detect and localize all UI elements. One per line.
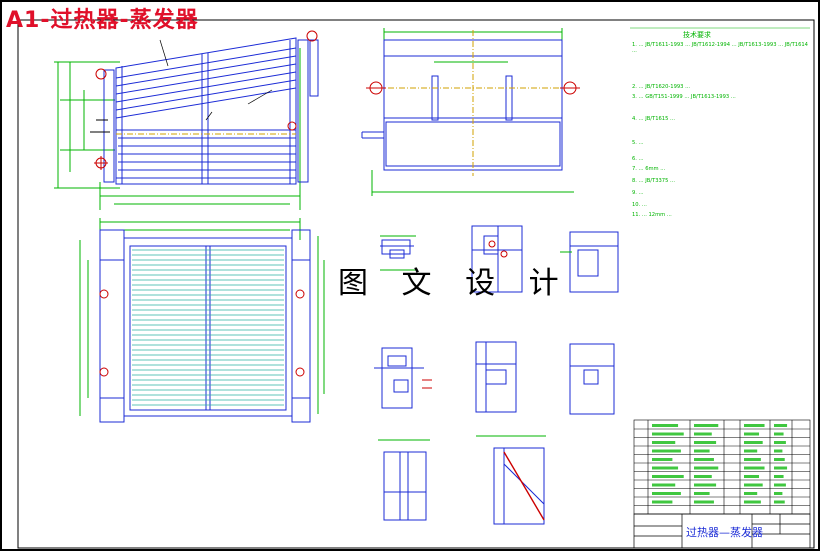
plan-view [79,218,325,423]
side-elevation-view [361,28,580,196]
parts-cell-text [652,466,679,470]
parts-cell-text [652,449,681,453]
parts-cell-text [652,424,679,427]
watermark-text: 图 文 设 计 [338,266,571,301]
parts-cell-text [694,458,714,461]
note-item: 3. ... GB/T151-1999 ... JB/T1613-1993 ..… [632,94,736,100]
note-item: 4. ... JB/T1615 ... [632,116,675,122]
parts-cell-text [652,500,673,504]
parts-cell-text [774,492,783,495]
parts-cell-text [652,483,676,487]
parts-cell-text [652,432,684,436]
parts-cell-text [774,475,784,478]
parts-cell-text [694,500,714,504]
parts-cell-text [744,449,758,453]
parts-cell-text [694,483,717,487]
parts-cell-text [652,475,684,478]
parts-cell-text [774,466,788,470]
parts-cell-text [774,441,786,444]
parts-cell-text [744,424,765,427]
parts-cell-text [652,458,673,461]
parts-cell-text [744,441,763,444]
parts-cell-text [774,424,788,427]
parts-cell-text [694,441,717,444]
note-item: 5. ... [632,140,644,146]
parts-cell-text [744,492,758,495]
note-item: 10. ... [632,202,647,208]
parts-cell-text [744,500,761,504]
detail-views [374,225,619,525]
parts-cell-text [744,475,760,478]
parts-cell-text [694,449,710,453]
parts-cell-text [694,475,712,478]
note-item: 6. ... [632,156,644,162]
parts-cell-text [694,424,719,427]
parts-cell-text [694,492,710,495]
parts-cell-text [774,449,783,453]
parts-cell-text [744,432,760,436]
title-block-name: 过热器—蒸发器 [686,526,763,539]
parts-cell-text [694,466,719,470]
note-item: 8. ... JB/T3375 ... [632,178,675,184]
parts-cell-text [652,441,676,444]
notes-heading: 技术要求 [683,31,711,39]
drawing-title: A1-过热器-蒸发器 [6,8,199,33]
note-item: 9. ... [632,190,644,196]
note-item: 1. ... JB/T1611-1993 ... JB/T1612-1994 .… [632,42,808,54]
parts-cell-text [774,432,784,436]
title-block [633,513,811,549]
parts-cell-text [774,483,786,487]
note-item: 7. ... 6mm ... [632,166,666,172]
parts-cell-text [744,466,765,470]
note-item: 2. ... JB/T1620-1993 ... [632,84,691,90]
parts-cell-text [652,492,681,495]
drawing-frame [17,19,815,549]
note-item: 11. ... 12mm ... [632,212,672,218]
parts-cell-text [694,432,712,436]
parts-cell-text [774,500,785,504]
front-elevation-view [54,30,319,210]
parts-cell-text [744,483,763,487]
parts-cell-text [774,458,785,461]
parts-cell-text [744,458,761,461]
